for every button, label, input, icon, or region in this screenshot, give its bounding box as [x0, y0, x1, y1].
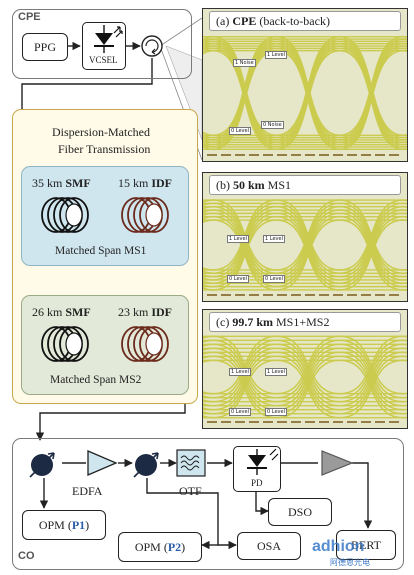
marker-one-noise: 1 Noise [233, 59, 256, 67]
ms1-smf-name: SMF [65, 176, 91, 190]
vcsel-box[interactable]: VCSEL [82, 22, 126, 70]
amplifier-icon[interactable] [86, 449, 118, 477]
pd-box[interactable]: PD [233, 446, 281, 492]
opm-p1-box[interactable]: OPM (P1) [22, 510, 106, 540]
cpe-panel [12, 9, 192, 79]
watermark-sub: 阿德恩光电 [330, 558, 370, 567]
bert-box[interactable]: BERT [336, 530, 396, 560]
idf-coil-icon [121, 197, 169, 233]
eye-diagram-a: (a) CPE (back-to-back) 1 Noise 1 Level 0… [202, 8, 408, 162]
coupler-icon[interactable] [26, 449, 58, 481]
marker-one-level: 1 Level [265, 51, 287, 59]
edfa-label: EDFA [72, 484, 103, 498]
ms1-span-label: Matched Span MS1 [55, 245, 147, 257]
eye-diagram-c: (c) 99.7 km MS1+MS2 1 Level 1 Level 0 Le… [202, 309, 408, 429]
photodiode-icon [247, 448, 279, 475]
marker-zero-level: 0 Level [227, 275, 249, 283]
transmission-title-line1: Dispersion-Matched [52, 125, 150, 139]
filter-icon[interactable] [176, 449, 206, 477]
eye-trace-icon [203, 335, 407, 423]
eye-trace-icon [203, 35, 407, 156]
marker-one-level: 1 Level [229, 368, 251, 376]
smf-coil-icon [41, 326, 89, 362]
opm-p2-prefix: OPM ( [134, 539, 168, 554]
watermark-logo-text: adhion [312, 538, 365, 555]
ms2-smf-length: 26 km [32, 305, 63, 319]
eye-diagram-b: (b) 50 km MS1 1 Level 1 Level 0 Level 0 … [202, 172, 408, 302]
marker-zero-noise: 0 Noise [261, 121, 284, 129]
ms2-panel [21, 295, 189, 395]
transmission-title-line2: Fiber Transmission [58, 142, 151, 156]
co-panel [12, 438, 404, 570]
eye-title-a: (a) CPE (back-to-back) [209, 11, 401, 31]
ms1-smf-label: 35 km SMF [32, 176, 91, 191]
cpe-tag: CPE [18, 11, 41, 23]
eye-title-c: (c) 99.7 km MS1+MS2 [209, 312, 401, 332]
opm-p2-box[interactable]: OPM (P2) [118, 532, 202, 562]
marker-one-level: 1 Level [227, 235, 249, 243]
idf-coil-icon [121, 326, 169, 362]
dso-box[interactable]: DSO [268, 498, 332, 526]
marker-zero-level-right: 0 Level [263, 275, 285, 283]
coupler-icon[interactable] [130, 449, 162, 481]
smf-coil-icon [41, 197, 89, 233]
opm-p1-suffix: ) [85, 517, 90, 532]
vcsel-label: VCSEL [89, 55, 118, 65]
ms1-idf-label: 15 km IDF [118, 176, 172, 191]
marker-one-level-right: 1 Level [263, 235, 285, 243]
osa-box[interactable]: OSA [237, 532, 301, 560]
ms2-smf-name: SMF [65, 305, 91, 319]
ms2-smf-label: 26 km SMF [32, 305, 91, 320]
ms2-span-label: Matched Span MS2 [50, 374, 142, 386]
ppg-box[interactable]: PPG [22, 33, 68, 61]
marker-one-level-right: 1 Level [265, 368, 287, 376]
ms1-idf-length: 15 km [118, 176, 149, 190]
opm-p1-prefix: OPM ( [38, 517, 72, 532]
co-tag: CO [18, 550, 35, 562]
laser-diode-icon [94, 25, 123, 53]
ms1-idf-name: IDF [151, 176, 173, 190]
opm-p1-name: P1 [71, 517, 86, 532]
otf-label: OTF [179, 484, 202, 498]
ms2-idf-length: 23 km [118, 305, 149, 319]
marker-zero-level-right: 0 Level [265, 408, 287, 416]
amplifier-icon[interactable] [320, 449, 354, 477]
marker-zero-level: 0 Level [229, 408, 251, 416]
marker-zero-level: 0 Level [229, 127, 251, 135]
eye-title-b: (b) 50 km MS1 [209, 175, 401, 195]
ms2-idf-name: IDF [151, 305, 173, 319]
opm-p2-name: P2 [167, 539, 182, 554]
ms2-idf-label: 23 km IDF [118, 305, 172, 320]
opm-p2-suffix: ) [181, 539, 186, 554]
ms1-smf-length: 35 km [32, 176, 63, 190]
watermark-logo: adhion [312, 538, 364, 556]
circulator-icon[interactable] [140, 34, 164, 58]
pd-label: PD [251, 478, 263, 488]
